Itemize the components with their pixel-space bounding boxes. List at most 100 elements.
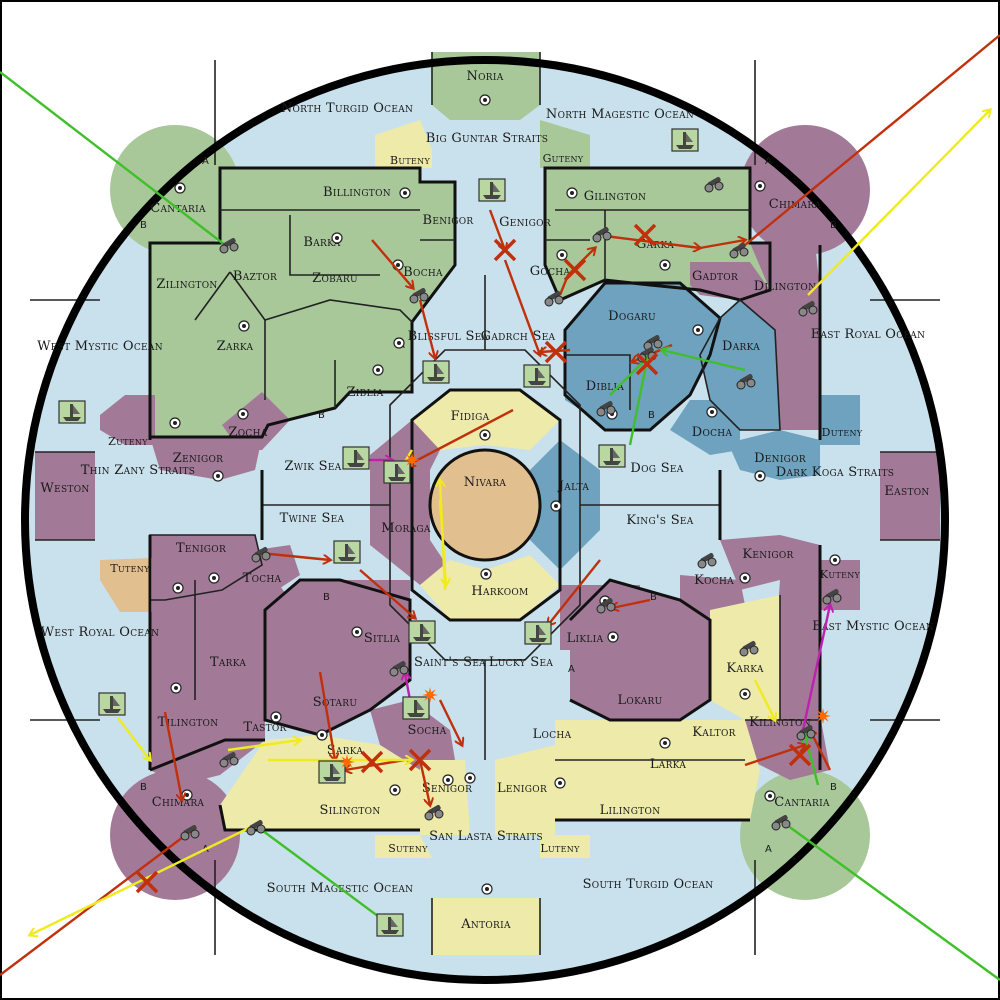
- supply-center-dot-icon: [270, 711, 282, 723]
- move-orders: [0, 34, 1000, 981]
- nivara-region[interactable]: [430, 450, 540, 560]
- cannon-unit-icon[interactable]: [703, 172, 724, 193]
- cannon-unit-icon[interactable]: [218, 233, 239, 254]
- label-blissful-sea: Blissful Sea: [408, 329, 489, 344]
- label-east-royal-ocean: East Royal Ocean: [811, 327, 926, 342]
- sitlia-region[interactable]: [340, 580, 410, 660]
- chimara-sw-lobe[interactable]: [110, 770, 240, 900]
- cannon-unit-icon[interactable]: [218, 747, 239, 768]
- cannon-unit-icon[interactable]: [595, 396, 616, 417]
- battle-burst-icon: [815, 708, 831, 724]
- tocha-region[interactable]: [222, 545, 300, 600]
- tastor-region[interactable]: [150, 700, 265, 785]
- cannon-unit-icon[interactable]: [728, 238, 749, 259]
- guteny-north-region[interactable]: [540, 120, 590, 168]
- zuteny-region[interactable]: [100, 395, 155, 445]
- cannon-unit-icon[interactable]: [408, 283, 429, 304]
- tuteny-region[interactable]: [100, 558, 152, 612]
- cannon-unit-icon[interactable]: [696, 548, 717, 569]
- supply-center-dot-icon: [170, 682, 182, 694]
- cannon-unit-icon[interactable]: [797, 296, 818, 317]
- cannon-unit-icon[interactable]: [250, 542, 271, 563]
- ship-unit-icon[interactable]: [342, 446, 370, 470]
- coast-tag-a: A: [765, 156, 772, 167]
- supply-center-dot-icon: [208, 572, 220, 584]
- label-kings-sea: King's Sea: [626, 513, 693, 528]
- label-bocha: Bocha: [403, 265, 443, 280]
- easton-region[interactable]: [880, 452, 940, 540]
- ship-unit-icon[interactable]: [318, 760, 346, 784]
- cannon-unit-icon[interactable]: [821, 584, 842, 605]
- label-weston: Weston: [40, 481, 89, 496]
- duteny-region[interactable]: [820, 395, 860, 445]
- ship-unit-icon[interactable]: [524, 621, 552, 645]
- cannon-unit-icon[interactable]: [770, 810, 791, 831]
- supply-center-dot-icon: [692, 324, 704, 336]
- label-gadtor: Gadtor: [692, 269, 738, 284]
- label-north-turgid-ocean: North Turgid Ocean: [281, 101, 413, 116]
- denigor-region[interactable]: [728, 430, 820, 480]
- label-harkoom: Harkoom: [471, 584, 528, 599]
- move-arrow: [503, 259, 540, 355]
- suteny-region[interactable]: [375, 835, 432, 858]
- label-west-royal-ocean: West Royal Ocean: [41, 625, 160, 640]
- move-arrow: [259, 551, 330, 560]
- cannon-unit-icon[interactable]: [245, 815, 266, 836]
- cannon-unit-icon[interactable]: [388, 656, 409, 677]
- tiltington-region[interactable]: [150, 580, 200, 720]
- label-twine-sea: Twine Sea: [280, 511, 345, 526]
- fidiga-region[interactable]: [412, 390, 560, 450]
- ship-unit-icon[interactable]: [478, 178, 506, 202]
- ship-unit-icon[interactable]: [523, 364, 551, 388]
- supply-center-dot-icon: [556, 249, 568, 261]
- ship-unit-icon[interactable]: [98, 692, 126, 716]
- dilington-region[interactable]: [740, 243, 820, 430]
- move-arrow: [0, 71, 226, 246]
- cannon-unit-icon[interactable]: [738, 636, 759, 657]
- buteny-north-region[interactable]: [375, 120, 432, 168]
- ship-unit-icon[interactable]: [376, 913, 404, 937]
- cannon-unit-icon[interactable]: [735, 369, 756, 390]
- weston-region[interactable]: [35, 452, 95, 540]
- cannon-unit-icon[interactable]: [591, 222, 612, 243]
- docha-region[interactable]: [670, 400, 740, 455]
- ship-unit-icon[interactable]: [422, 360, 450, 384]
- ship-unit-icon[interactable]: [58, 400, 86, 424]
- red-x-icon: [135, 870, 159, 894]
- ship-unit-icon[interactable]: [383, 460, 411, 484]
- lenigor-region[interactable]: [495, 745, 555, 835]
- luteny-region[interactable]: [540, 835, 590, 858]
- cannon-unit-icon[interactable]: [543, 286, 564, 307]
- label-kocha: Kocha: [694, 573, 734, 588]
- label-kenigor: Kenigor: [742, 547, 793, 562]
- darka-region[interactable]: [700, 300, 780, 430]
- kilington-east-strip[interactable]: [775, 580, 820, 720]
- ship-unit-icon[interactable]: [402, 696, 430, 720]
- karka-region[interactable]: [710, 595, 780, 720]
- ship-unit-icon[interactable]: [408, 620, 436, 644]
- harkoom-region[interactable]: [420, 555, 560, 620]
- coast-tag-b: B: [140, 782, 147, 793]
- ship-unit-icon[interactable]: [598, 444, 626, 468]
- noria-region[interactable]: [432, 52, 540, 120]
- gadtor-region[interactable]: [690, 262, 770, 300]
- units: [58, 128, 842, 937]
- label-benigor: Benigor: [423, 213, 474, 228]
- move-arrow: [318, 671, 335, 760]
- ship-unit-icon[interactable]: [671, 128, 699, 152]
- cannon-unit-icon[interactable]: [179, 820, 200, 841]
- southeast-yellow-region[interactable]: [555, 720, 760, 820]
- zenigor-region[interactable]: [150, 437, 262, 480]
- cannon-unit-icon[interactable]: [595, 593, 616, 614]
- cannon-unit-icon[interactable]: [423, 800, 444, 821]
- label-big-guntar-straits: Big Guntar Straits: [426, 131, 549, 146]
- socha-region[interactable]: [370, 700, 455, 770]
- move-arrow: [438, 699, 462, 745]
- cantaria-se-lobe[interactable]: [740, 770, 870, 900]
- label-guteny-north: Guteny: [543, 152, 584, 165]
- antoria-region[interactable]: [432, 898, 540, 955]
- jalta-region[interactable]: [530, 440, 600, 570]
- cannon-unit-icon[interactable]: [795, 720, 816, 741]
- tarka-region[interactable]: [195, 560, 290, 720]
- ship-unit-icon[interactable]: [333, 540, 361, 564]
